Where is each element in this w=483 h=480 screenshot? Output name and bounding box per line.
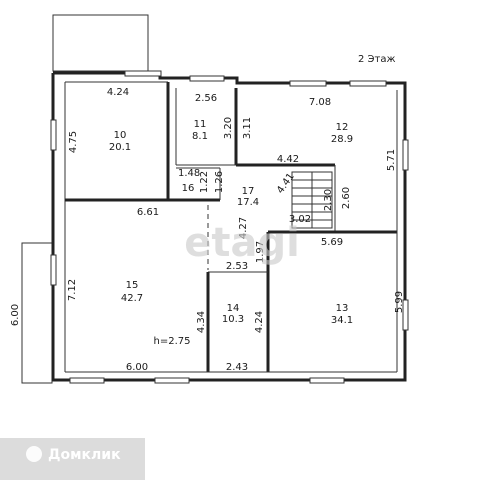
dim-label: 4.42 [277, 154, 299, 165]
dim-label: 5.71 [386, 149, 397, 171]
dim-label: 4.24 [107, 87, 129, 98]
brand-logo-icon [26, 446, 42, 462]
window [69, 377, 105, 384]
staircase [291, 171, 333, 229]
room-15-area: 42.7 [121, 293, 143, 304]
dim-label: 6.61 [137, 207, 159, 218]
room-14-number: 14 [227, 303, 240, 314]
dim-label: 6.00 [126, 362, 148, 373]
dim-label: 4.34 [196, 311, 207, 333]
room-11-area: 8.1 [192, 131, 208, 142]
balcony-outline [52, 14, 149, 72]
dim-label: 2.56 [195, 93, 217, 104]
dim-label: 4.27 [238, 217, 249, 239]
brand-label: Домклик [48, 447, 121, 463]
room-12-number: 12 [336, 122, 349, 133]
dim-label: 2.43 [226, 362, 248, 373]
window [289, 80, 327, 87]
dim-label: 5.69 [321, 237, 343, 248]
room-11-number: 11 [194, 119, 207, 130]
dim-label: 3.20 [223, 117, 234, 139]
room-16-number: 16 [182, 183, 195, 194]
room-16-area: 1.48 [178, 168, 200, 179]
room-13-number: 13 [336, 303, 349, 314]
dim-label: 2.30 [323, 189, 334, 211]
dim-label: 2.60 [341, 187, 352, 209]
dim-label: 4.75 [68, 131, 79, 153]
room-14-area: 10.3 [222, 314, 244, 325]
dim-label: 1.97 [255, 241, 266, 263]
room-10-number: 10 [114, 130, 127, 141]
dim-label: 1.22 [199, 171, 210, 193]
watermark: etagi [184, 220, 300, 266]
dim-label: 6.00 [10, 304, 21, 326]
window [50, 119, 57, 151]
floor-title: 2 Этаж [358, 54, 396, 65]
window [124, 70, 162, 77]
window [50, 254, 57, 286]
window [189, 75, 225, 82]
dim-label: 1.26 [214, 171, 225, 193]
dim-label: 7.12 [67, 279, 78, 301]
brand-badge: Домклик [0, 438, 145, 480]
terrace-outline [21, 242, 53, 384]
window [349, 80, 387, 87]
dim-label: 4.24 [254, 311, 265, 333]
room-17-number: 17 [242, 186, 255, 197]
dim-label: 2.53 [226, 261, 248, 272]
ceiling-height: h=2.75 [154, 336, 191, 347]
room-17-area: 17.4 [237, 197, 259, 208]
room-12-area: 28.9 [331, 134, 353, 145]
dim-label: 5.99 [394, 291, 405, 313]
dim-label: 4.41 [275, 171, 297, 196]
window [402, 139, 409, 171]
dim-label: 3.02 [289, 214, 311, 225]
room-13-area: 34.1 [331, 315, 353, 326]
window [402, 299, 409, 331]
dim-label: 3.11 [242, 117, 253, 139]
room-10-area: 20.1 [109, 142, 131, 153]
window [154, 377, 190, 384]
dim-label: 7.08 [309, 97, 331, 108]
window [309, 377, 345, 384]
room-15-number: 15 [126, 280, 139, 291]
